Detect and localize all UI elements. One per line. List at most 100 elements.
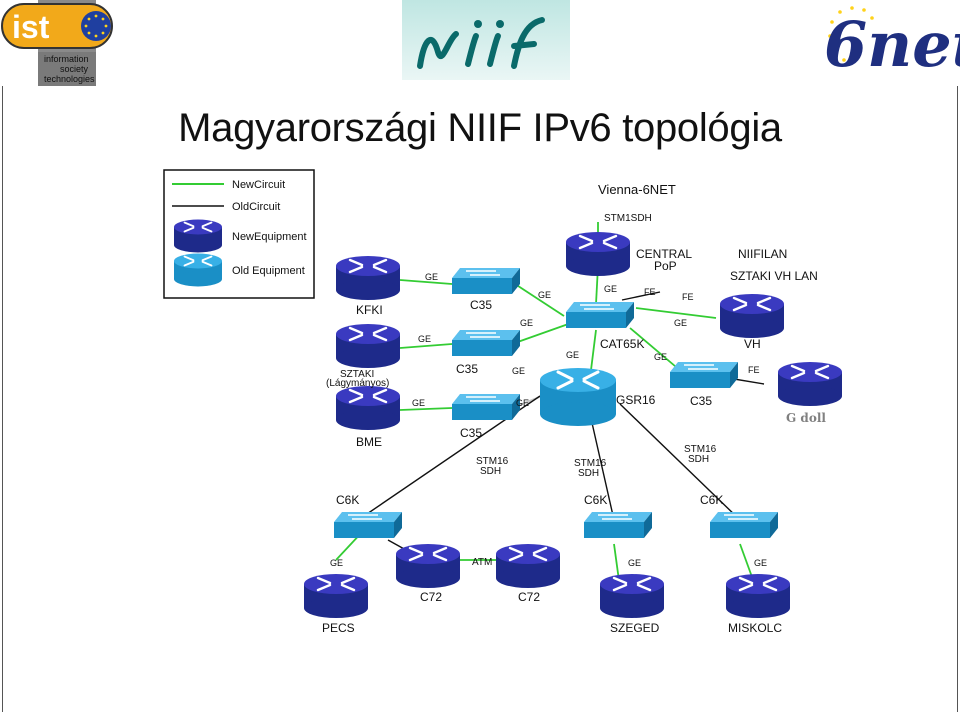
link-c35b-cat — [511, 321, 575, 345]
label-szeged: SZEGED — [610, 621, 660, 635]
switch-c6k-szeged — [583, 511, 653, 539]
link-kfki-c35a — [399, 279, 453, 285]
ist-logo-text: ist — [12, 9, 50, 45]
label-c6k-a: C6K — [336, 493, 359, 507]
label-atm: ATM — [472, 557, 492, 568]
6net-logo-text: 6net — [824, 8, 960, 80]
label-sztaki-2: (Lágymányos) — [326, 378, 389, 389]
link-label-fe: FE — [682, 292, 694, 302]
link-label-fe: FE — [644, 287, 656, 297]
niif-logo — [402, 0, 570, 80]
link-label-ge: GE — [538, 290, 551, 300]
switch-c6k-pecs — [333, 511, 403, 539]
link-label-ge: GE — [512, 366, 525, 376]
label-cat65k: CAT65K — [600, 337, 644, 351]
frame-left-border — [2, 86, 3, 712]
router-sztaki — [334, 322, 402, 370]
router-central-pop — [564, 230, 632, 278]
link-label-ge: GE — [674, 318, 687, 328]
link-label-ge: GE — [330, 558, 343, 568]
label-c35-c: C35 — [460, 426, 482, 440]
link-gsr-c6k-szeged — [589, 413, 615, 521]
switch-c35-b — [451, 329, 521, 357]
label-sztaki-1: SZTAKI — [340, 369, 374, 380]
frame-right-border — [957, 86, 958, 712]
label-c35-d: C35 — [690, 394, 712, 408]
legend: NewCircuit OldCircuit NewEquipment Old E… — [163, 169, 315, 299]
router-vh — [718, 292, 786, 340]
label-godoll: G doll — [786, 411, 826, 425]
link-label-ge: GE — [520, 318, 533, 328]
label-sztaki-vh-lan: SZTAKI VH LAN — [730, 269, 818, 283]
link-bme-c35c — [399, 407, 453, 411]
label-c6k-c: C6K — [700, 493, 723, 507]
label-gsr16: GSR16 — [616, 393, 656, 407]
6net-logo: 6net — [824, 6, 960, 80]
router-gsr16 — [538, 366, 618, 428]
link-cat-vh — [635, 307, 717, 319]
label-stm16-a-2: SDH — [480, 466, 501, 477]
router-godoll — [776, 360, 844, 408]
label-stm1sdh: STM1SDH — [604, 213, 652, 224]
link-label-ge: GE — [418, 334, 431, 344]
router-pecs — [302, 572, 370, 620]
label-c72-b: C72 — [518, 590, 540, 604]
label-pecs: PECS — [322, 621, 355, 635]
router-c72-pecs — [394, 542, 462, 590]
legend-new-equipment-label: NewEquipment — [232, 231, 307, 243]
link-gsr-c6k-miskolc — [619, 403, 741, 521]
switch-c35-d — [669, 361, 739, 389]
label-central-pop-2: PoP — [654, 259, 677, 273]
switch-c6k-miskolc — [709, 511, 779, 539]
switch-c35-a — [451, 267, 521, 295]
link-label-ge: GE — [425, 272, 438, 282]
link-label-ge: GE — [628, 558, 641, 568]
switch-c35-c — [451, 393, 521, 421]
link-sztaki-c35b — [399, 343, 453, 349]
legend-old-equipment-label: Old Equipment — [232, 265, 305, 277]
link-label-ge: GE — [604, 284, 617, 294]
legend-old-equipment-icon — [173, 252, 223, 288]
link-label-fe: FE — [748, 365, 760, 375]
link-label-ge: GE — [566, 350, 579, 360]
router-kfki — [334, 254, 402, 302]
ist-logo-line2: society — [60, 64, 89, 74]
router-bme — [334, 384, 402, 432]
link-label-ge: GE — [412, 398, 425, 408]
legend-new-circuit-label: NewCircuit — [232, 179, 285, 191]
router-c72-atm — [494, 542, 562, 590]
label-bme: BME — [356, 435, 382, 449]
label-stm16-b-2: SDH — [578, 468, 599, 479]
label-c35-b: C35 — [456, 362, 478, 376]
link-label-ge-old: GE — [516, 398, 529, 408]
router-szeged — [598, 572, 666, 620]
router-miskolc — [724, 572, 792, 620]
link-cat-fe — [621, 291, 661, 301]
label-miskolc: MISKOLC — [728, 621, 782, 635]
label-kfki: KFKI — [356, 303, 383, 317]
link-labels: GE GE GE FE FE GE GE GE GE GE GE FE GE G… — [330, 272, 767, 568]
link-label-ge: GE — [754, 558, 767, 568]
legend-new-equipment-icon — [173, 218, 223, 254]
label-c6k-b: C6K — [584, 493, 607, 507]
ist-logo-line1: information — [44, 54, 89, 64]
link-cat-c35d — [629, 327, 683, 373]
legend-old-circuit-label: OldCircuit — [232, 201, 280, 213]
link-c35a-cat — [511, 281, 565, 317]
label-stm16-c-2: SDH — [688, 454, 709, 465]
link-label-ge: GE — [654, 352, 667, 362]
label-vienna: Vienna-6NET — [598, 182, 676, 197]
label-vh: VH — [744, 337, 761, 351]
label-stm16-b-1: STM16 — [574, 458, 607, 469]
node-labels: Vienna-6NET STM1SDH CENTRAL PoP NIIFILAN… — [322, 182, 826, 635]
label-c35-a: C35 — [470, 298, 492, 312]
label-stm16-a-1: STM16 — [476, 456, 509, 467]
label-niif-lan: NIIFILAN — [738, 247, 787, 261]
label-central-pop-1: CENTRAL — [636, 247, 692, 261]
switch-cat65k — [565, 301, 635, 329]
ist-logo: ist information society technologies — [1, 0, 113, 86]
page-title: Magyarországi NIIF IPv6 topológia — [178, 106, 782, 150]
ist-logo-line3: technologies — [44, 74, 95, 84]
label-c72-a: C72 — [420, 590, 442, 604]
